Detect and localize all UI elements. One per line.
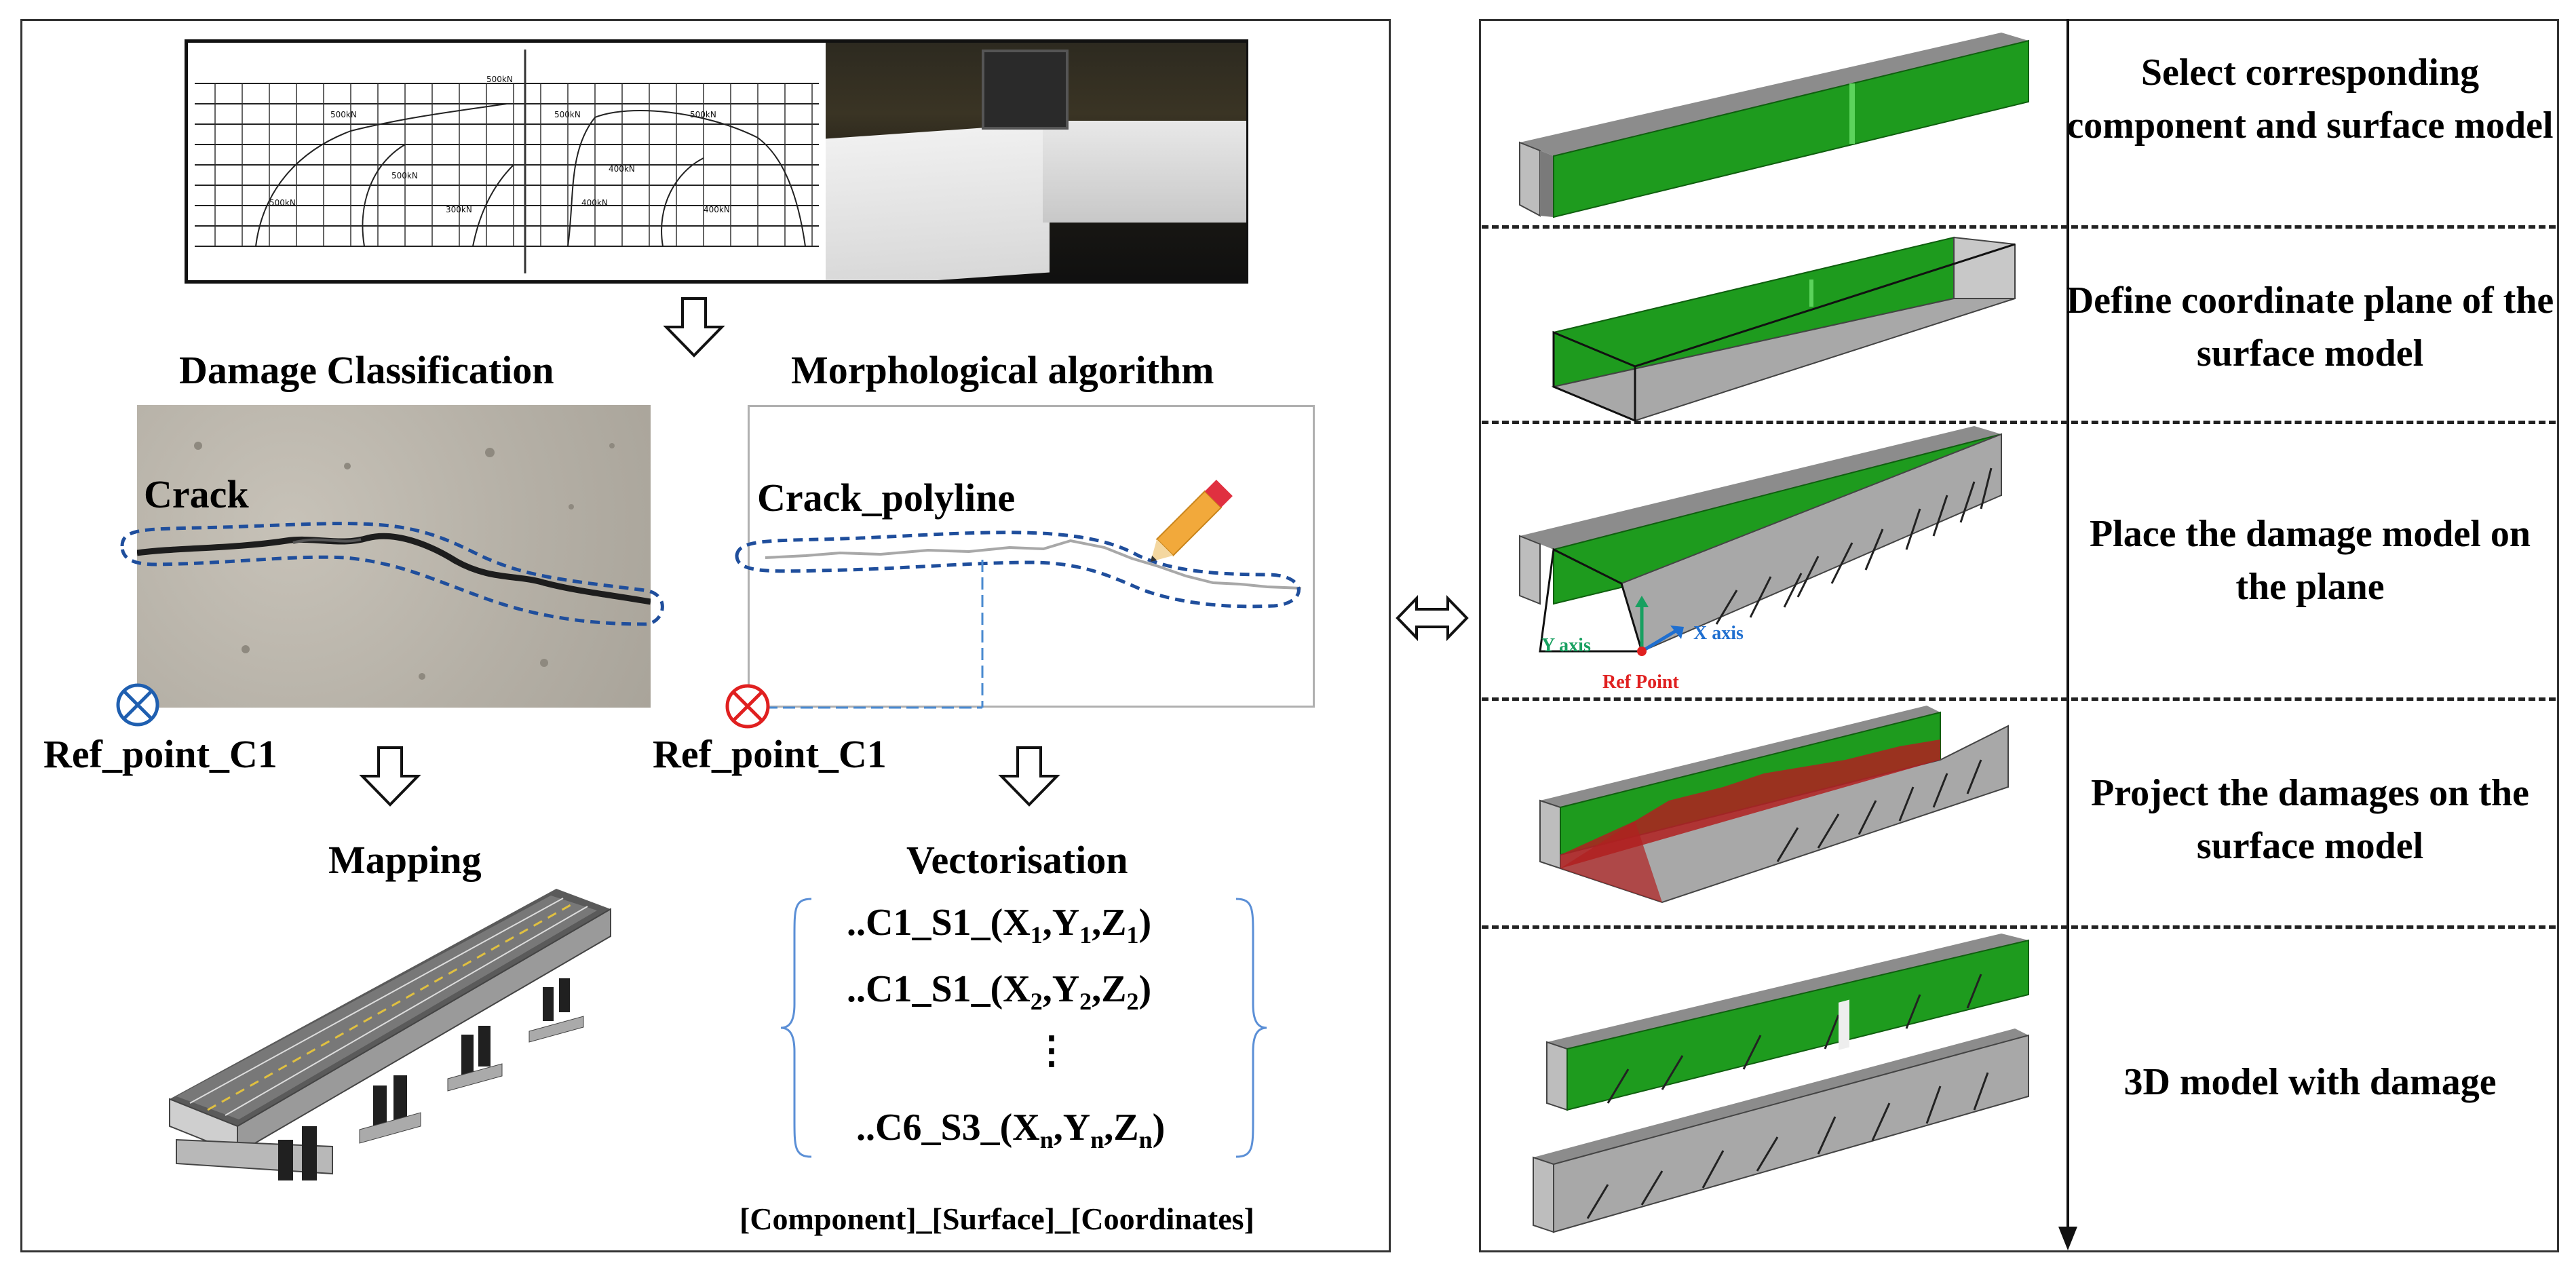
vector-x: X — [1012, 1107, 1040, 1149]
vector-z-sub: n — [1138, 1126, 1153, 1154]
vector-entry-2: ..C1_S1_(X2,Y2,Z2) — [847, 968, 1152, 1016]
crack-photo — [137, 405, 651, 708]
x-axis-label: X axis — [1693, 623, 1744, 644]
vector-x-sub: 1 — [1030, 921, 1043, 949]
step-separator — [1482, 225, 2556, 229]
vector-y: Y — [1052, 968, 1080, 1010]
vector-x-sub: 2 — [1030, 988, 1043, 1016]
vector-z: Z — [1101, 968, 1127, 1010]
crack-map-label: 500kN — [554, 110, 581, 119]
vectorisation-title: Vectorisation — [906, 838, 1128, 882]
crack-polyline-label: Crack_polyline — [757, 476, 1016, 520]
vector-x: X — [1003, 902, 1031, 944]
right-brace — [1235, 898, 1267, 1158]
down-arrow-mapping — [359, 746, 421, 807]
beam-test-photo — [826, 43, 1246, 280]
left-brace — [780, 898, 812, 1158]
crack-map-drawing: 500kN 500kN 500kN 500kN 500kN 400kN 400k… — [195, 50, 819, 273]
vector-prefix: ..C1_S1_ — [847, 968, 991, 1010]
damage-classification-title: Damage Classification — [179, 348, 554, 392]
crack-map-label: 500kN — [330, 110, 357, 119]
vector-z-sub: 1 — [1126, 921, 1139, 949]
vector-prefix: ..C6_S3_ — [856, 1107, 1000, 1149]
bidirectional-arrow-icon — [1396, 595, 1469, 641]
vector-y-sub: 1 — [1079, 921, 1092, 949]
workflow-down-arrow — [2058, 19, 2077, 1250]
crack-map-label: 500kN — [269, 198, 296, 208]
vector-entry-n: ..C6_S3_(Xn,Yn,Zn) — [856, 1107, 1166, 1154]
vector-y: Y — [1062, 1107, 1091, 1149]
step2-beam-model — [1551, 236, 2016, 423]
step3-beam-model — [1519, 426, 2002, 656]
ref-point-right-label: Ref_point_C1 — [653, 732, 887, 776]
crack-map-label: 500kN — [486, 75, 513, 84]
vector-z-sub: 2 — [1126, 988, 1139, 1016]
right-panel — [1479, 19, 2559, 1252]
down-arrow-top — [663, 297, 725, 358]
step-3-text: Place the damage model on the plane — [2089, 513, 2531, 608]
step5-beam-model — [1533, 934, 2029, 1233]
polyline-canvas — [748, 405, 1315, 708]
bridge-model — [169, 889, 611, 1180]
vector-y-sub: 2 — [1079, 988, 1092, 1016]
crack-map-label: 400kN — [581, 198, 608, 208]
vector-x-sub: n — [1039, 1126, 1054, 1154]
step-4-text: Project the damages on the surface model — [2091, 772, 2529, 867]
crack-map-label: 300kN — [446, 205, 472, 214]
ref-point-right-icon — [725, 684, 770, 729]
crack-map-label: 400kN — [609, 164, 635, 174]
left-panel — [20, 19, 1391, 1252]
vector-x: X — [1003, 968, 1031, 1010]
step-2-text: Define coordinate plane of the surface m… — [2066, 280, 2554, 374]
down-arrow-vectorisation — [998, 746, 1060, 807]
step4-beam-model — [1539, 706, 2009, 904]
crack-polyline-drawing — [735, 531, 1302, 709]
vertical-ellipsis: ⋮ — [1033, 1030, 1071, 1072]
step-1-text: Select corresponding component and surfa… — [2066, 52, 2554, 147]
vector-y: Y — [1052, 902, 1080, 944]
crack-map-label: 400kN — [704, 205, 730, 214]
crack-map-image: 500kN 500kN 500kN 500kN 500kN 400kN 400k… — [185, 39, 1248, 284]
vector-z: Z — [1101, 902, 1127, 944]
step-separator — [1482, 697, 2556, 701]
step-5-text: 3D model with damage — [2123, 1061, 2497, 1103]
vector-prefix: ..C1_S1_ — [847, 902, 991, 944]
vector-format-caption: [Component]_[Surface]_[Coordinates] — [739, 1202, 1254, 1236]
crack-map-label: 500kN — [690, 110, 716, 119]
step-separator — [1482, 925, 2556, 929]
crack-highlight-outline — [120, 522, 664, 626]
step1-beam-model — [1519, 33, 2029, 218]
ref-point-label: Ref Point — [1602, 672, 1679, 693]
vector-entry-1: ..C1_S1_(X1,Y1,Z1) — [847, 902, 1152, 949]
step-separator — [1482, 421, 2556, 424]
morphological-algorithm-title: Morphological algorithm — [791, 348, 1214, 392]
mapping-title: Mapping — [328, 838, 482, 882]
y-axis-label: Y axis — [1541, 635, 1591, 656]
ref-point-left-label: Ref_point_C1 — [43, 732, 277, 776]
crack-map-label: 500kN — [391, 171, 418, 180]
crack-label: Crack — [144, 472, 249, 516]
ref-point-left-icon — [116, 683, 159, 727]
vector-y-sub: n — [1090, 1126, 1104, 1154]
vector-z: Z — [1113, 1107, 1139, 1149]
pencil-icon — [1150, 480, 1233, 562]
